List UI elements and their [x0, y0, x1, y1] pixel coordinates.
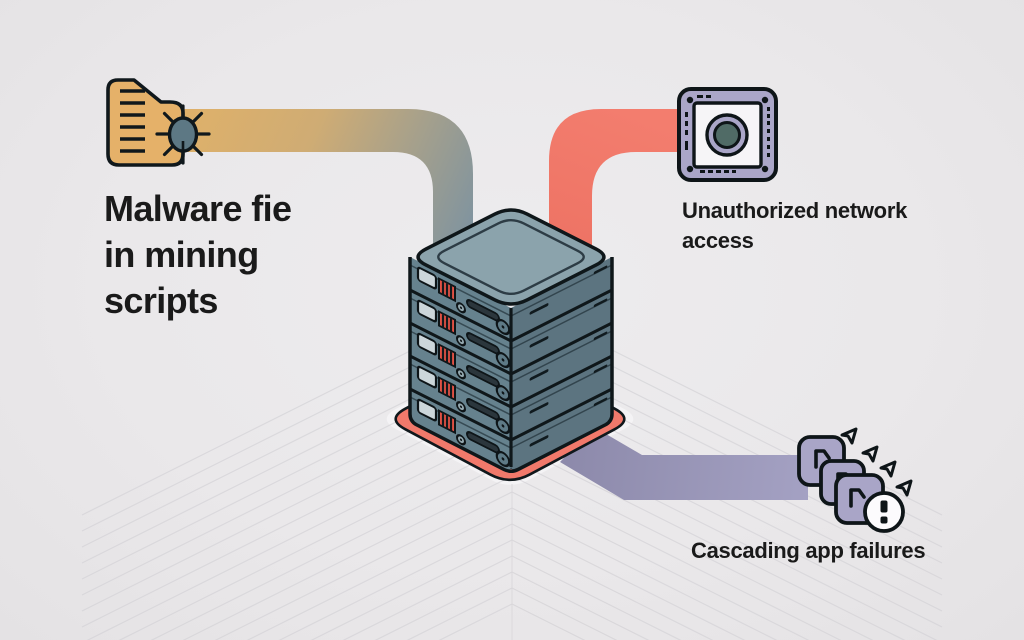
send-arrow-icon [861, 445, 879, 463]
connector-server-to-apps [560, 427, 808, 500]
server-stack-illustration [408, 208, 614, 473]
malware-label: Malware fie in mining scripts [104, 186, 292, 324]
bug-icon [155, 104, 211, 165]
send-arrow-icon [895, 479, 913, 497]
send-arrow-icon [840, 427, 858, 445]
connector-malware-to-server [140, 109, 473, 268]
network-label: Unauthorized network access [682, 196, 907, 256]
malware-label-line3: scripts [104, 280, 218, 321]
cascading-windows-icon [797, 427, 913, 533]
malware-label-line1: Malware fie [104, 188, 292, 229]
webcam-icon [677, 87, 778, 182]
failures-label-line1: Cascading app failures [691, 538, 926, 563]
alert-icon [863, 491, 905, 533]
send-arrow-icon [879, 460, 897, 478]
malware-label-line2: in mining [104, 234, 259, 275]
connector-webcam-to-server [549, 109, 690, 265]
network-label-line2: access [682, 228, 754, 253]
network-label-line1: Unauthorized network [682, 198, 908, 223]
failures-label: Cascading app failures [691, 537, 926, 565]
